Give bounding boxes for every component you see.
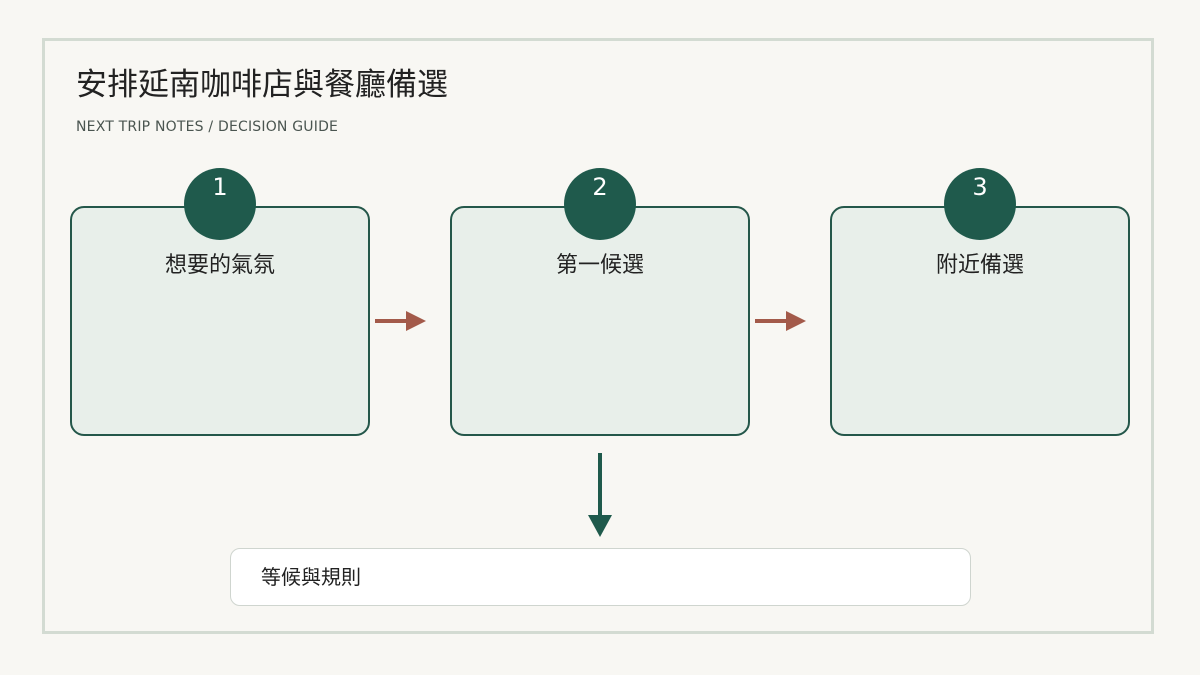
step-card-3: 附近備選	[830, 206, 1130, 436]
step-number-badge-2: 2	[564, 168, 636, 240]
slide-frame	[42, 38, 1154, 634]
step-number-badge-1: 1	[184, 168, 256, 240]
step-label-3: 附近備選	[935, 253, 1024, 278]
step-number-badge-3: 3	[944, 168, 1016, 240]
page-title: 安排延南咖啡店與餐廳備選	[76, 67, 448, 103]
rules-note-box: 等候與規則	[230, 548, 971, 606]
page-subtitle: NEXT TRIP NOTES / DECISION GUIDE	[76, 119, 339, 135]
step-card-1: 想要的氣氛	[70, 206, 370, 436]
rules-note-label: 等候與規則	[261, 565, 361, 589]
step-label-2: 第一候選	[555, 253, 644, 278]
step-label-1: 想要的氣氛	[164, 253, 275, 278]
step-card-2: 第一候選	[450, 206, 750, 436]
